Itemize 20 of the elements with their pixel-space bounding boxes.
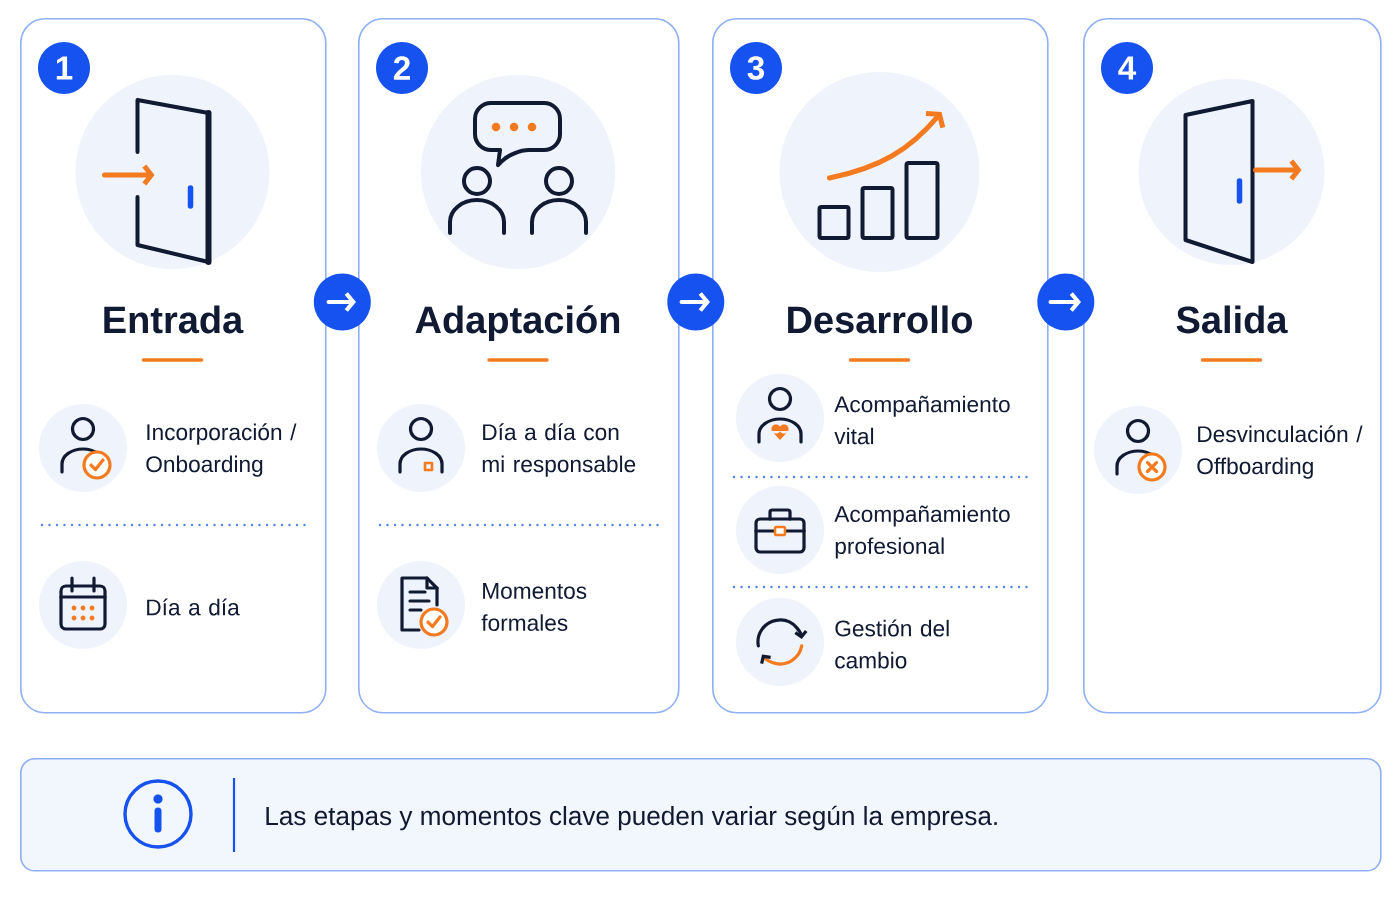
item-label: Gestión del cambio <box>835 619 949 669</box>
stage-title: Entrada <box>104 305 244 334</box>
note-text: Las etapas y momentos clave pueden variar según la empresa. <box>266 805 997 831</box>
circled-arrow <box>1037 273 1095 331</box>
item-label: Momentos formales <box>481 583 587 631</box>
item-label: Día a día <box>147 598 240 616</box>
circled-arrow <box>667 273 725 331</box>
stage-title: Desarrollo <box>788 305 972 334</box>
number-badge: 3 <box>730 42 782 94</box>
item-label: Día a día con mi responsable <box>482 423 636 477</box>
item-label: Incorporación / Onboarding <box>146 423 297 477</box>
circled-arrow <box>313 273 371 331</box>
number-badge: 4 <box>1101 42 1153 94</box>
number-badge: 2 <box>376 42 428 94</box>
item-label: Desvinculación / Offboarding <box>1197 425 1363 479</box>
stage-title: Salida <box>1176 305 1288 334</box>
item-label: Acompañamiento vital <box>834 395 1010 445</box>
number-badge: 1 <box>38 42 90 94</box>
item-label: Acompañamiento profesional <box>834 505 1010 559</box>
stage-title: Adaptación <box>415 305 620 341</box>
